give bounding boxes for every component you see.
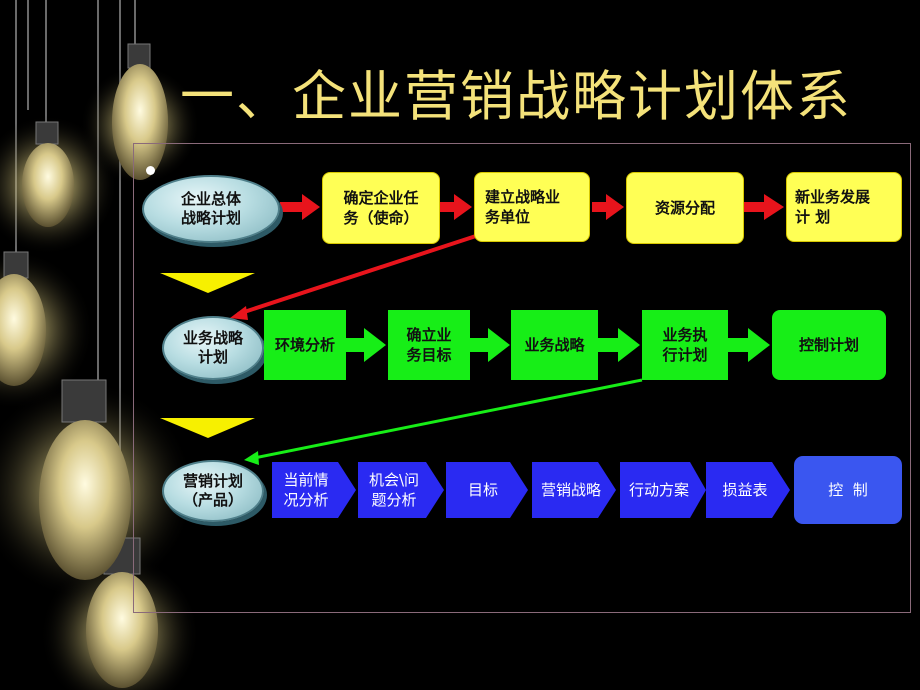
level3-step-6: 损益表 [708,462,782,518]
level1-step-2: 建立战略业 务单位 [474,172,590,242]
arrow-right-icon [440,194,472,220]
level1-label-line1: 企业总体 [180,190,241,208]
level2-step-4: 业务执 行计划 [642,310,728,380]
level2-oval: 业务战略 计划 [162,316,264,380]
level2-label-line2: 计划 [197,348,228,366]
chevron-step-4 [532,462,616,518]
chevron-step-5 [620,462,706,518]
level3-step-2: 机会\问 题分析 [360,462,428,518]
down-chevron-icon [160,273,255,293]
step-text: 资源分配 [654,199,715,217]
step-text: 建立战略业 [485,188,561,206]
step-text: 务（使命） [343,209,419,227]
step-text: 况分析 [283,491,329,509]
arrow-right-icon [744,194,784,220]
arrow-right-icon [598,328,640,362]
step-text: 环境分析 [274,336,335,354]
level2-step-1: 环境分析 [264,310,346,380]
bullet-dot [146,166,155,175]
chevron-step-3 [446,462,528,518]
chevron-step-2 [358,462,444,518]
level1-oval: 企业总体 战略计划 [142,175,280,243]
arrow-right-icon [728,328,770,362]
level1-arrows [280,194,784,220]
arrow-head-icon [230,306,248,320]
level3-step-4: 营销战略 [532,462,610,518]
step-text: 控 制 [828,481,868,499]
level1-label-line2: 战略计划 [180,209,241,227]
level3-label-line1: 营销计划 [182,472,243,490]
level3-step-5: 行动方案 [620,462,698,518]
step-text: 务单位 [485,208,531,226]
level2-arrows [346,328,770,362]
level3-label-line2: （产品） [182,491,243,509]
step-text: 目标 [467,481,498,499]
level3-step-7: 控 制 [794,456,902,524]
step-text: 控制计划 [798,336,859,354]
diagram-frame [133,143,911,613]
arrow-right-icon [470,328,510,362]
level2-step-3: 业务战略 [511,310,598,380]
step-text: 业务执 [662,326,708,344]
chevron-step-6 [706,462,790,518]
step-text: 务目标 [406,346,452,364]
step-text: 业务战略 [524,336,585,354]
level3-oval: 营销计划 （产品） [162,460,264,522]
level1-step-4: 新业务发展 计 划 [786,172,902,242]
step-text: 计 划 [795,208,831,226]
arrow-head-icon [244,451,259,465]
chevron-step-1 [272,462,356,518]
connector-line-red [237,232,483,316]
arrow-right-icon [592,194,624,220]
step-text: 行计划 [662,346,708,364]
step-text: 行动方案 [628,481,689,499]
level2-step-2: 确立业 务目标 [388,310,470,380]
step-text: 损益表 [722,481,768,499]
step-text: 机会\问 [368,471,420,489]
connector-line-green [253,378,643,460]
step-text: 确定企业任 [343,189,419,207]
level3-step-3: 目标 [448,462,518,518]
down-chevron-icon [160,418,255,438]
slide-title: 一、企业营销战略计划体系 [180,65,852,128]
step-text: 题分析 [371,491,417,509]
level1-step-1: 确定企业任 务（使命） [322,172,440,244]
level2-label-line1: 业务战略 [182,329,243,347]
step-text: 当前情 [283,471,329,489]
level2-step-5: 控制计划 [772,310,886,380]
step-text: 新业务发展 [795,188,871,206]
step-text: 营销战略 [540,481,601,499]
step-text: 确立业 [406,326,452,344]
level3-step-1: 当前情 况分析 [274,462,338,518]
arrow-right-icon [346,328,386,362]
level1-step-3: 资源分配 [626,172,744,244]
arrow-right-icon [280,194,320,220]
